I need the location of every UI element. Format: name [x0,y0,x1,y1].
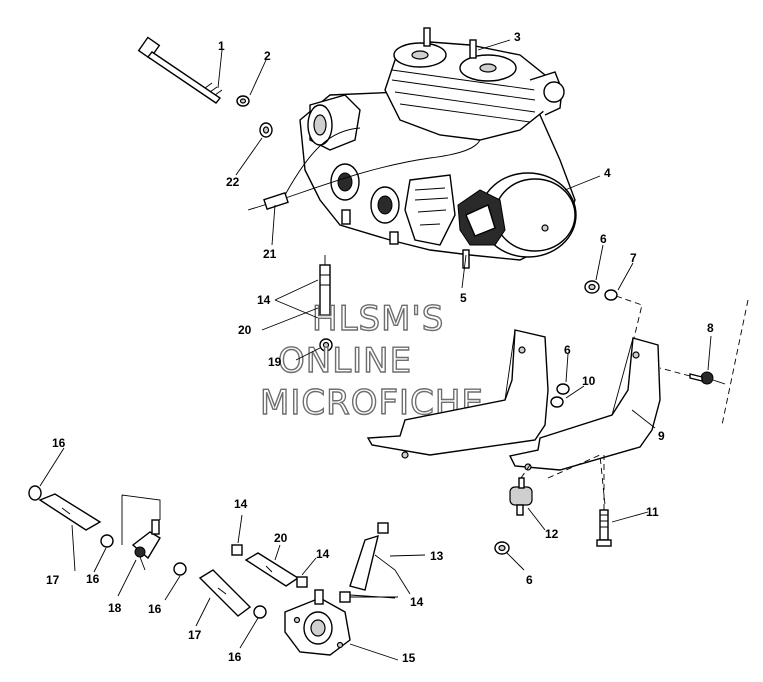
hose-17-a [38,493,102,531]
callout-14-d: 14 [410,595,424,609]
leader-lines [39,39,712,661]
bolt-11 [596,455,612,547]
callout-14-a: 14 [257,293,271,307]
hose-20 [244,552,300,587]
callout-21: 21 [263,247,277,261]
stud-assembly [319,255,333,352]
callout-7: 7 [630,251,637,265]
callout-17-b: 17 [188,628,202,642]
watermark: HLSM'S ONLINE MICROFICHE [259,298,483,423]
callout-12: 12 [545,527,559,541]
callout-15: 15 [402,651,416,665]
bolt-8 [659,367,726,385]
callout-16-a: 16 [52,436,66,450]
callout-19: 19 [268,355,282,369]
callout-20-b: 20 [274,531,288,545]
callout-20-a: 20 [238,323,252,337]
callout-6-a: 6 [600,232,607,246]
callout-2: 2 [264,49,271,63]
hose-13 [339,522,389,603]
callout-5: 5 [460,291,467,305]
nut-6-bottom [494,541,510,555]
clamp-14-a [231,544,243,556]
hose-clamp-16-d [253,605,267,619]
callout-16-c: 16 [148,602,162,616]
clamp-14-b [296,576,308,588]
callout-14-c: 14 [316,547,330,561]
watermark-line-1: HLSM'S [312,299,444,339]
callout-6-c: 6 [526,573,533,587]
callout-labels: 1 2 3 4 5 6 6 6 7 8 9 10 11 12 13 14 14 … [46,30,714,665]
callout-16-d: 16 [228,650,242,664]
callout-4: 4 [604,166,611,180]
engine-assembly [247,27,577,269]
hose-clamp-16-b [100,534,114,548]
hose-clamp-16-a [28,485,42,501]
manifold-15 [284,589,351,656]
washer-7 [604,289,618,301]
watermark-line-2: ONLINE [278,341,412,381]
nut-6-top [584,280,600,294]
hose-17-b [198,569,252,617]
callout-14-b: 14 [234,497,248,511]
fitting-18 [121,494,161,571]
callout-13: 13 [430,549,444,563]
hose-clamp-16-c [173,562,187,576]
callout-1: 1 [218,39,225,53]
callout-11: 11 [646,505,659,519]
engine-mount-bracket-left [366,329,549,459]
callout-3: 3 [514,30,521,44]
callout-16-b: 16 [86,572,100,586]
callout-6-b: 6 [564,343,571,357]
callout-18: 18 [108,601,122,615]
rubber-mount-12 [509,477,533,516]
callout-8: 8 [707,321,714,335]
nut-6-mid [550,383,570,408]
callout-9: 9 [658,429,665,443]
callout-22: 22 [226,175,240,189]
mount-bolt [137,36,223,104]
callout-17-a: 17 [46,573,60,587]
callout-10: 10 [582,374,596,388]
